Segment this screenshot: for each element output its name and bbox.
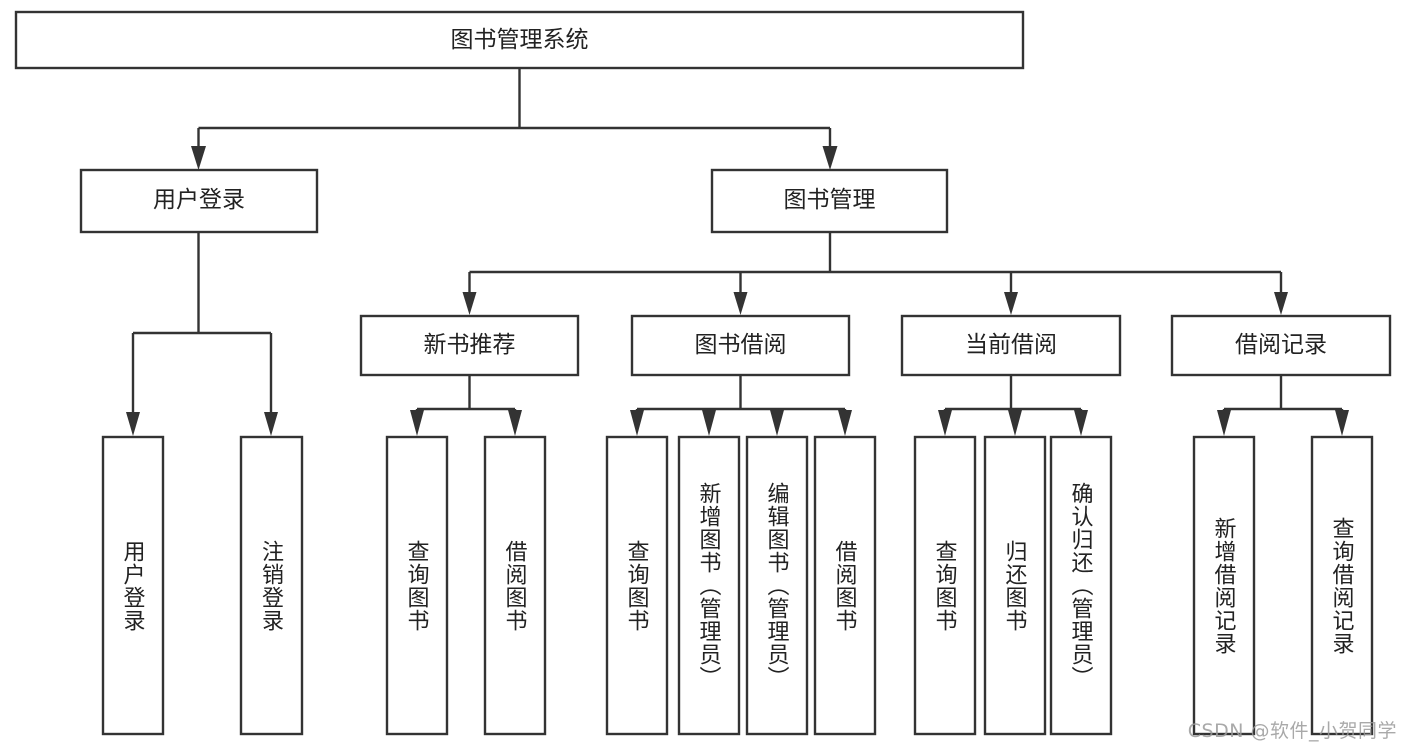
arrow-head-borrow-record <box>1274 292 1288 315</box>
node-new-book-recommend-label: 新书推荐 <box>424 331 516 357</box>
node-leaf-return-book-box[interactable] <box>983 435 1047 736</box>
node-leaf-add-book-admin-box[interactable] <box>677 435 741 736</box>
arrow-head-leaf-query-book-3 <box>938 410 952 436</box>
arrow-head-user-login <box>191 146 206 170</box>
node-leaf-logout-login-box[interactable] <box>239 435 304 736</box>
connector-group-root <box>191 68 838 170</box>
arrow-head-leaf-edit-book-admin <box>770 410 784 436</box>
arrow-head-leaf-confirm-return-admin <box>1074 410 1088 436</box>
node-leaf-add-borrow-record-box[interactable] <box>1192 435 1256 736</box>
node-book-borrow-box[interactable] <box>630 314 851 377</box>
arrow-head-leaf-user-login <box>126 412 140 436</box>
node-book-borrow[interactable]: 图书借阅 <box>630 314 851 377</box>
node-root-label: 图书管理系统 <box>451 26 589 52</box>
node-current-borrow-box[interactable] <box>900 314 1122 377</box>
arrow-head-leaf-return-book <box>1008 410 1022 436</box>
node-book-borrow-label: 图书借阅 <box>695 331 787 357</box>
node-leaf-borrow-book-1-box[interactable] <box>483 435 547 736</box>
connector-group-new-book-recommend <box>410 375 522 436</box>
node-borrow-record-box[interactable] <box>1170 314 1392 377</box>
arrow-head-leaf-add-book-admin <box>702 410 716 436</box>
node-borrow-record[interactable]: 借阅记录 <box>1170 314 1392 377</box>
node-new-book-recommend[interactable]: 新书推荐 <box>359 314 580 377</box>
leaf-boxes <box>101 435 1374 736</box>
node-new-book-recommend-box[interactable] <box>359 314 580 377</box>
arrow-head-leaf-query-book-1 <box>410 410 424 436</box>
node-user-login-box[interactable] <box>79 168 319 234</box>
node-leaf-user-login-box[interactable] <box>101 435 165 736</box>
node-leaf-query-book-3-box[interactable] <box>913 435 977 736</box>
node-current-borrow-label: 当前借阅 <box>965 331 1057 357</box>
node-root-box[interactable] <box>14 10 1025 70</box>
connector-group-borrow-record <box>1217 375 1349 436</box>
arrow-head-leaf-query-book-2 <box>630 410 644 436</box>
csdn-watermark: CSDN @软件_小贺同学 <box>1187 720 1397 742</box>
node-leaf-query-book-1-box[interactable] <box>385 435 449 736</box>
arrow-head-current-borrow <box>1004 292 1018 315</box>
node-book-manage-label: 图书管理 <box>784 186 876 212</box>
node-user-login-label: 用户登录 <box>153 186 245 212</box>
arrow-head-leaf-add-borrow-record <box>1217 410 1231 436</box>
node-root[interactable]: 图书管理系统 <box>14 10 1025 70</box>
connector-group-user-login <box>126 232 278 436</box>
node-leaf-borrow-book-2-box[interactable] <box>813 435 877 736</box>
node-user-login[interactable]: 用户登录 <box>79 168 319 234</box>
arrow-head-new-book-recommend <box>462 292 477 315</box>
node-current-borrow[interactable]: 当前借阅 <box>900 314 1122 377</box>
connector-group-book-borrow <box>630 375 852 436</box>
arrow-head-book-borrow <box>733 292 748 315</box>
node-borrow-record-label: 借阅记录 <box>1235 331 1327 357</box>
node-leaf-edit-book-admin-box[interactable] <box>745 435 809 736</box>
node-book-manage-box[interactable] <box>710 168 949 234</box>
node-leaf-confirm-return-admin-box[interactable] <box>1049 435 1113 736</box>
arrow-head-leaf-query-borrow-record <box>1335 410 1349 436</box>
node-book-manage[interactable]: 图书管理 <box>710 168 949 234</box>
node-leaf-query-book-2-box[interactable] <box>605 435 669 736</box>
node-leaf-query-borrow-record-box[interactable] <box>1310 435 1374 736</box>
connector-group-current-borrow <box>938 375 1088 436</box>
arrow-head-leaf-borrow-book-1 <box>508 410 522 436</box>
connector-group-book-manage <box>462 232 1288 315</box>
arrow-head-leaf-logout-login <box>264 412 278 436</box>
arrow-head-leaf-borrow-book-2 <box>838 410 852 436</box>
arrow-head-book-manage <box>822 146 838 170</box>
